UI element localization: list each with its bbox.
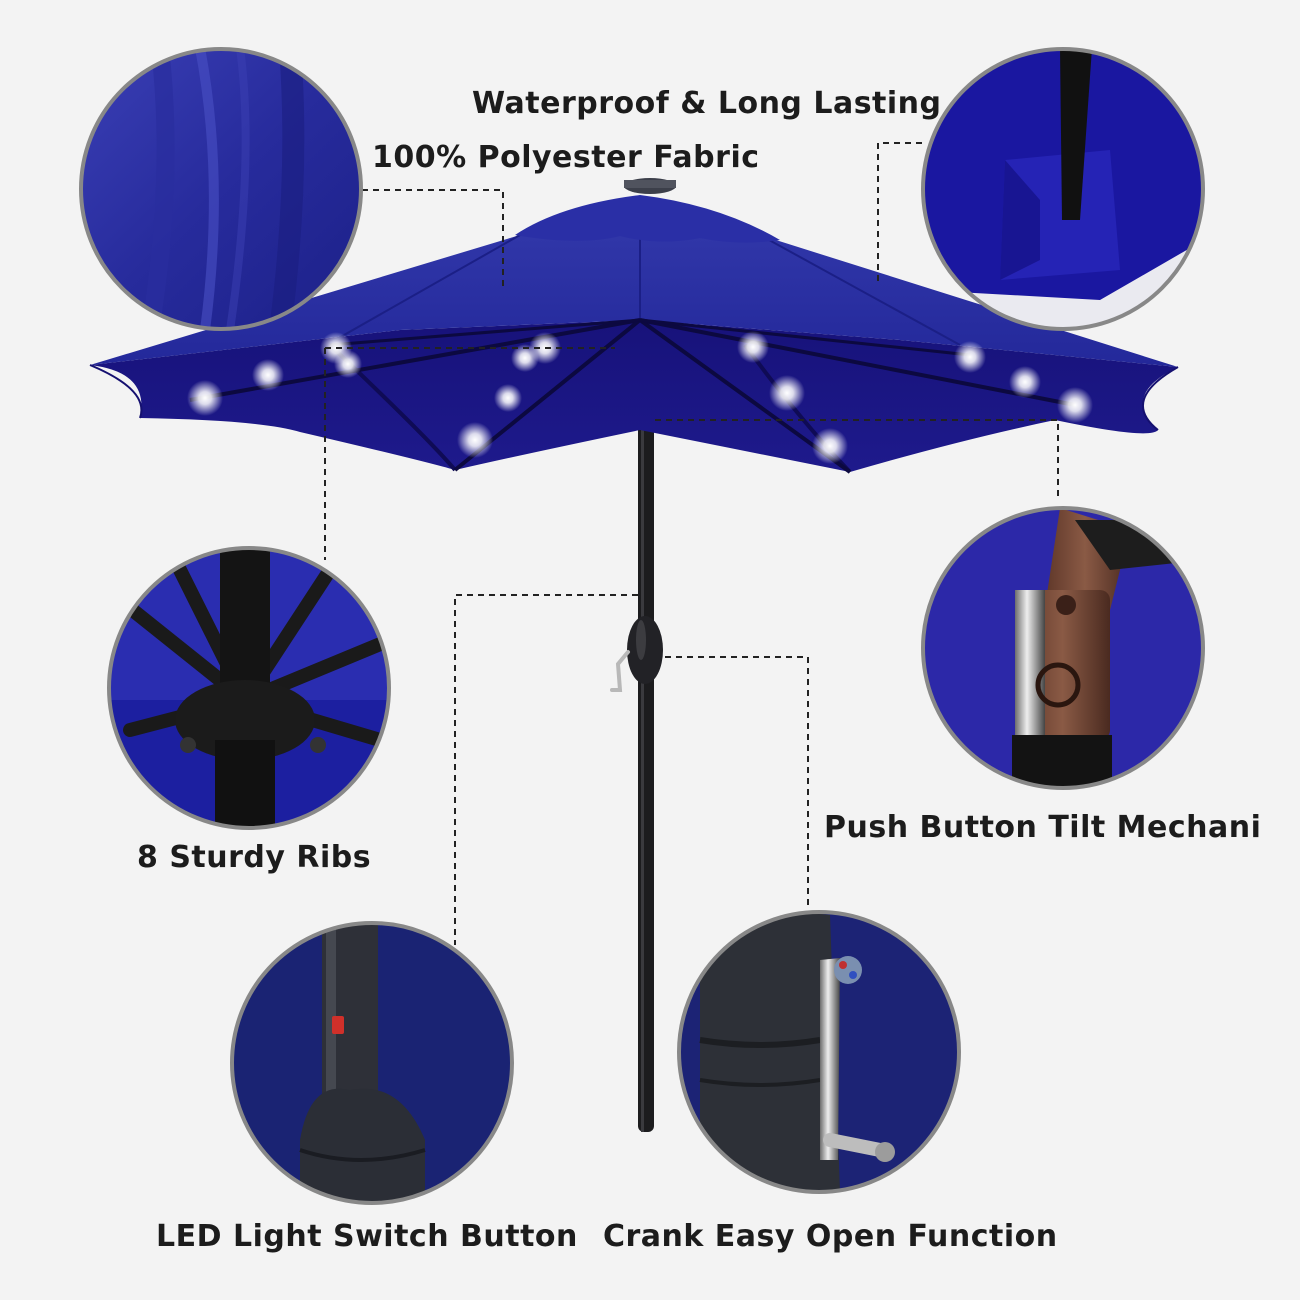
tilt-mechanism-image — [921, 506, 1205, 790]
label-crank: Crank Easy Open Function — [603, 1219, 1058, 1254]
fabric-closeup-image — [79, 47, 363, 331]
label-waterproof: Waterproof & Long Lasting — [472, 86, 942, 121]
solar-panel-icon — [624, 180, 676, 188]
led-switch-image — [230, 921, 514, 1205]
ribs-closeup-image — [107, 546, 391, 830]
led-light-icon — [187, 331, 1093, 464]
label-ribs: 8 Sturdy Ribs — [137, 840, 372, 875]
label-tilt: Push Button Tilt Mechani — [824, 810, 1262, 845]
crank-closeup-image — [677, 910, 961, 1194]
umbrella-canopy — [89, 178, 1179, 474]
canopy-pocket-image — [921, 47, 1205, 331]
label-led-switch: LED Light Switch Button — [156, 1219, 578, 1254]
label-polyester: 100% Polyester Fabric — [372, 140, 760, 175]
umbrella-pole — [610, 300, 663, 1132]
led-switch-button-icon — [332, 1016, 344, 1034]
leader-lines — [324, 142, 1059, 945]
